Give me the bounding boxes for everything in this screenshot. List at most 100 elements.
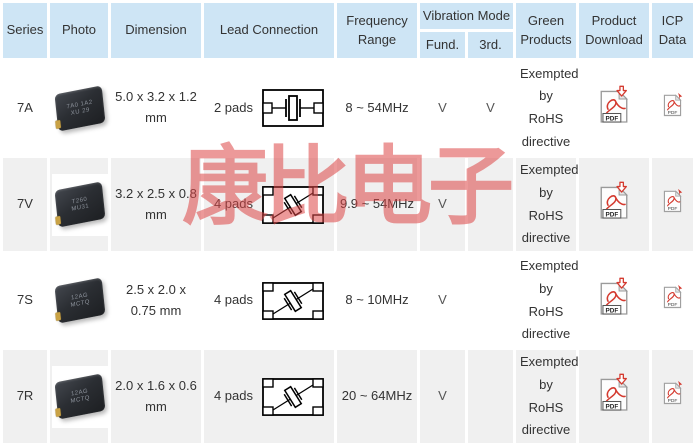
fund-cell: V <box>420 158 465 251</box>
product-download-cell: PDF <box>579 254 649 347</box>
fund-check: V <box>438 292 447 308</box>
table-row: 7A 7A0 1A2 XU 29 5.0 x 3.2 x 1.2 mm 2 pa… <box>3 61 693 155</box>
lead-connection-cell: 2 pads <box>204 61 334 155</box>
product-photo: 12AG MCTQ <box>52 269 108 332</box>
header-frequency-range: Frequency Range <box>337 3 417 58</box>
crystal-chip-image: 12AG MCTQ <box>54 373 106 420</box>
product-download-cell: PDF <box>579 350 649 443</box>
series-cell: 7S <box>3 254 47 347</box>
svg-text:PDF: PDF <box>668 398 678 404</box>
pads-label: 4 pads <box>213 196 254 212</box>
third-cell <box>468 254 513 347</box>
lead-diagram-4pads <box>262 185 324 224</box>
dimension-cell: 2.5 x 2.0 x 0.75 mm <box>111 254 201 347</box>
green-products-cell: Exempted by RoHS directive <box>516 254 579 347</box>
svg-text:PDF: PDF <box>668 206 678 212</box>
photo-cell: 12AG MCTQ <box>50 350 108 443</box>
pdf-small-icon[interactable]: PDF <box>662 380 683 406</box>
green-products-cell: Exempted by RoHS directive <box>516 158 579 251</box>
frequency-cell: 20 ~ 64MHz <box>337 350 417 443</box>
green-products-text: Exempted by RoHS directive <box>520 354 579 438</box>
table-row: 7S 12AG MCTQ 2.5 x 2.0 x 0.75 mm 4 pads <box>3 254 693 347</box>
svg-text:PDF: PDF <box>606 115 619 122</box>
icp-data-cell: PDF <box>652 61 693 155</box>
crystal-chip-image: T260 MU31 <box>54 181 106 228</box>
table-row: 7V T260 MU31 3.2 x 2.5 x 0.8 mm 4 pads <box>3 158 693 251</box>
fund-check: V <box>438 388 447 404</box>
svg-text:PDF: PDF <box>606 403 619 410</box>
chip-solder-pad <box>55 119 62 129</box>
lead-connection-cell: 4 pads <box>204 158 334 251</box>
crystal-chip-image: 7A0 1A2 XU 29 <box>54 84 106 132</box>
third-cell <box>468 350 513 443</box>
header-fund: Fund. <box>420 32 465 58</box>
product-photo: T260 MU31 <box>52 173 108 236</box>
header-3rd: 3rd. <box>468 32 513 58</box>
fund-check: V <box>438 196 447 212</box>
header-photo: Photo <box>50 3 108 58</box>
header-green-products: Green Products <box>516 3 576 58</box>
table-row: 7R 12AG MCTQ 2.0 x 1.6 x 0.6 mm 4 pads <box>3 350 693 443</box>
lead-connection-cell: 4 pads <box>204 350 334 443</box>
chip-solder-pad <box>55 215 62 225</box>
fund-cell: V <box>420 254 465 347</box>
green-products-cell: Exempted by RoHS directive <box>516 61 579 155</box>
svg-text:PDF: PDF <box>668 302 678 308</box>
header-dimension: Dimension <box>111 3 201 58</box>
third-check: V <box>486 99 495 115</box>
lead-diagram-2pads <box>262 89 324 127</box>
pdf-small-icon[interactable]: PDF <box>662 92 683 118</box>
fund-cell: V <box>420 61 465 155</box>
frequency-cell: 8 ~ 54MHz <box>337 61 417 155</box>
dimension-cell: 2.0 x 1.6 x 0.6 mm <box>111 350 201 443</box>
green-products-text: Exempted by RoHS directive <box>520 65 579 149</box>
svg-text:PDF: PDF <box>606 307 619 314</box>
pads-label: 4 pads <box>213 388 254 404</box>
lead-diagram-4pads <box>262 377 324 416</box>
svg-text:PDF: PDF <box>606 211 619 218</box>
product-photo: 12AG MCTQ <box>52 365 108 428</box>
pdf-download-icon[interactable]: PDF <box>597 373 631 413</box>
photo-cell: T260 MU31 <box>50 158 108 251</box>
pdf-download-icon[interactable]: PDF <box>597 85 631 125</box>
pdf-small-icon[interactable]: PDF <box>662 188 683 214</box>
pads-label: 4 pads <box>213 292 254 308</box>
third-cell: V <box>468 61 513 155</box>
chip-solder-pad <box>55 407 62 417</box>
lead-connection-cell: 4 pads <box>204 254 334 347</box>
frequency-cell: 9.9 ~ 54MHz <box>337 158 417 251</box>
frequency-cell: 8 ~ 10MHz <box>337 254 417 347</box>
photo-cell: 12AG MCTQ <box>50 254 108 347</box>
icp-data-cell: PDF <box>652 254 693 347</box>
header-lead-connection: Lead Connection <box>204 3 334 58</box>
pdf-download-icon[interactable]: PDF <box>597 181 631 221</box>
pdf-small-icon[interactable]: PDF <box>662 284 683 310</box>
series-cell: 7V <box>3 158 47 251</box>
dimension-cell: 5.0 x 3.2 x 1.2 mm <box>111 61 201 155</box>
third-cell <box>468 158 513 251</box>
green-products-text: Exempted by RoHS directive <box>520 258 579 342</box>
icp-data-cell: PDF <box>652 350 693 443</box>
fund-cell: V <box>420 350 465 443</box>
photo-cell: 7A0 1A2 XU 29 <box>50 61 108 155</box>
crystal-chip-image: 12AG MCTQ <box>54 277 106 324</box>
dimension-cell: 3.2 x 2.5 x 0.8 mm <box>111 158 201 251</box>
lead-diagram-4pads <box>262 281 324 320</box>
pdf-download-icon[interactable]: PDF <box>597 277 631 317</box>
svg-text:PDF: PDF <box>668 109 678 115</box>
header-vibration-mode: Vibration Mode <box>420 3 513 29</box>
green-products-text: Exempted by RoHS directive <box>520 162 579 246</box>
series-cell: 7R <box>3 350 47 443</box>
chip-solder-pad <box>55 311 62 321</box>
product-download-cell: PDF <box>579 61 649 155</box>
header-product-download: Product Download <box>579 3 649 58</box>
green-products-cell: Exempted by RoHS directive <box>516 350 579 443</box>
series-cell: 7A <box>3 61 47 155</box>
icp-data-cell: PDF <box>652 158 693 251</box>
header-icp-data: ICP Data <box>652 3 693 58</box>
product-photo: 7A0 1A2 XU 29 <box>52 77 108 139</box>
header-series: Series <box>3 3 47 58</box>
pads-label: 2 pads <box>213 99 254 115</box>
product-download-cell: PDF <box>579 158 649 251</box>
